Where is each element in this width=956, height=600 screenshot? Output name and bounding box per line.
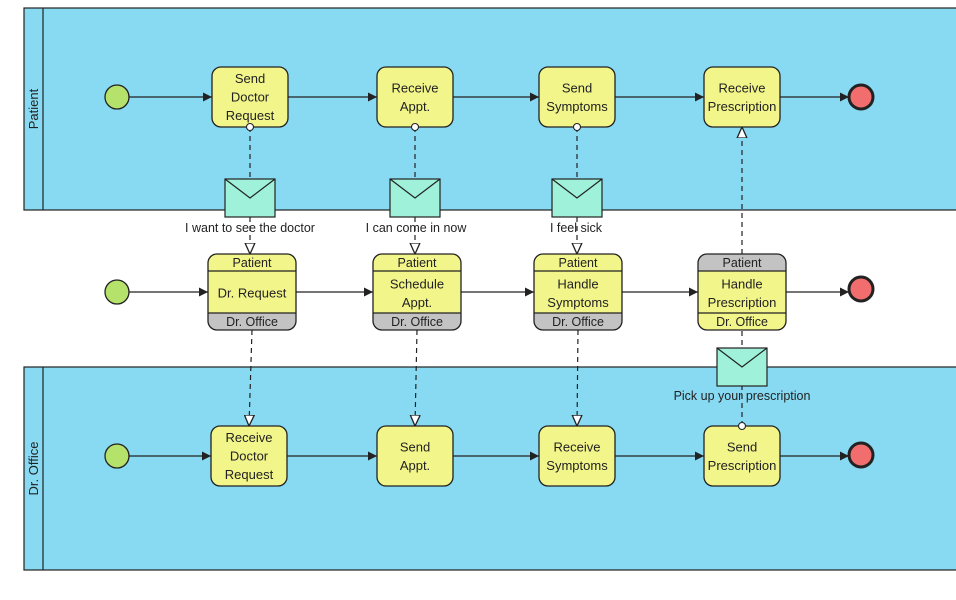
end-event [847, 441, 875, 469]
message-flow-origin [737, 421, 747, 431]
envelope-flap [551, 178, 603, 199]
choreography-task [207, 253, 297, 331]
participant-band-shade [534, 313, 622, 330]
choreography-task-label: Symptoms [547, 295, 609, 310]
dr-office-task-label: Request [225, 467, 274, 482]
message-flow [249, 329, 252, 426]
dr-office-task-label: Send [727, 439, 757, 454]
message-label: I feel sick [550, 221, 603, 235]
message-label: I want to see the doctor [185, 221, 315, 235]
dr-office-task-label: Send [400, 439, 430, 454]
dr-office-task-label: Receive [554, 439, 601, 454]
end-event [847, 83, 875, 111]
choreography-task-outline [697, 253, 787, 331]
message-envelope-icon [716, 347, 768, 387]
choreography-task-label: Dr. Request [218, 286, 287, 301]
participant-band-label: Dr. Office [391, 315, 443, 329]
patient-task-label: Prescription [708, 99, 777, 114]
choreography-task-outline [533, 253, 623, 331]
message-flow-origin [410, 122, 420, 132]
patient-task-label: Send [562, 80, 592, 95]
choreography-task-label: Schedule [390, 276, 444, 291]
choreography-task-label: Handle [721, 276, 762, 291]
message-label: Pick up your prescription [674, 389, 811, 403]
initiator-band-label: Patient [233, 256, 272, 270]
start-event [104, 443, 130, 469]
choreography-task [697, 253, 787, 331]
envelope-flap [389, 178, 441, 199]
dr-office-task-label: Symptoms [546, 458, 608, 473]
start-event [104, 84, 130, 110]
patient-task-label: Request [226, 108, 275, 123]
patient-task-label: Symptoms [546, 99, 608, 114]
choreography-task [533, 253, 623, 331]
envelope-flap [716, 347, 768, 368]
pool-patient-label: Patient [26, 88, 41, 129]
patient-task-label: Receive [392, 80, 439, 95]
dr-office-task [703, 425, 781, 487]
pool-dr-office [23, 366, 956, 571]
patient-task-label: Receive [719, 80, 766, 95]
end-event [847, 275, 875, 303]
choreography-task-body [373, 254, 461, 330]
dr-office-task [376, 425, 454, 487]
message-flow-origin [245, 122, 255, 132]
start-event [104, 279, 130, 305]
message-label: I can come in now [366, 221, 468, 235]
participant-band-label: Dr. Office [552, 315, 604, 329]
message-envelope-icon [551, 178, 603, 218]
envelope-flap [224, 178, 276, 199]
patient-task [703, 66, 781, 128]
patient-task-label: Doctor [231, 90, 270, 105]
message-flow-origin [572, 122, 582, 132]
patient-task-label: Send [235, 71, 265, 86]
dr-office-task [210, 425, 288, 487]
choreography-task-label: Handle [557, 276, 598, 291]
dr-office-task-label: Doctor [230, 449, 269, 464]
patient-task [376, 66, 454, 128]
choreography-task-body [698, 254, 786, 330]
choreography-task-label: Prescription [708, 295, 777, 310]
initiator-band-label: Patient [559, 256, 598, 270]
choreography-task [372, 253, 462, 331]
choreography-task-body [208, 254, 296, 330]
message-flow [577, 329, 578, 426]
patient-task [538, 66, 616, 128]
dr-office-task-label: Appt. [400, 458, 430, 473]
participant-band-shade [373, 313, 461, 330]
choreography-task-outline [372, 253, 462, 331]
initiator-band-label: Patient [398, 256, 437, 270]
participant-band-label: Dr. Office [226, 315, 278, 329]
pool-patient [23, 7, 956, 211]
patient-task-label: Appt. [400, 99, 430, 114]
message-flow [415, 329, 417, 426]
initiator-band-label: Patient [723, 256, 762, 270]
dr-office-task-label: Prescription [708, 458, 777, 473]
message-envelope-icon [224, 178, 276, 218]
choreography-task-outline [207, 253, 297, 331]
message-envelope-icon [389, 178, 441, 218]
participant-band-label: Dr. Office [716, 315, 768, 329]
participant-band-shade [698, 254, 786, 271]
pool-dr-office-label: Dr. Office [26, 442, 41, 496]
choreography-task-body [534, 254, 622, 330]
dr-office-task-label: Receive [226, 430, 273, 445]
participant-band-shade [208, 313, 296, 330]
dr-office-task [538, 425, 616, 487]
choreography-task-label: Appt. [402, 295, 432, 310]
